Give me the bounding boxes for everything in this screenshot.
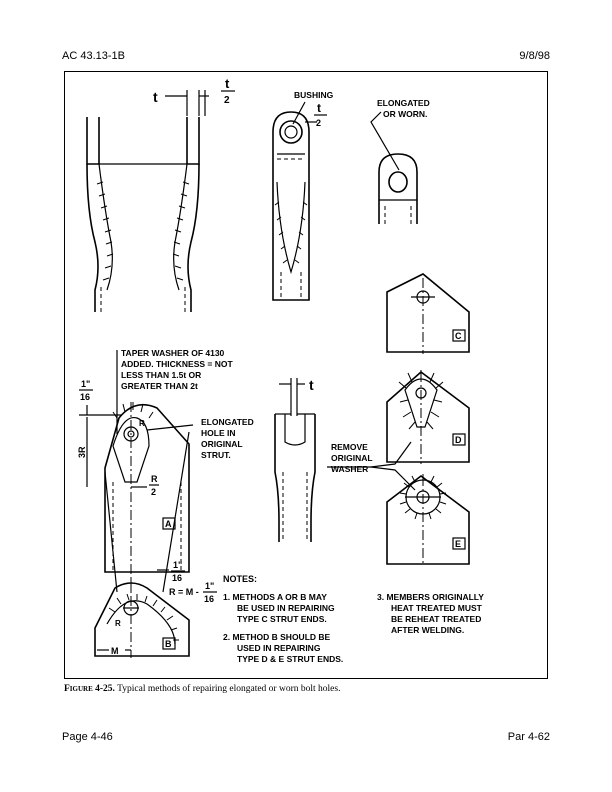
note-3-line-2: HEAT TREATED MUST [391,603,483,613]
bushing-t-num: t [317,101,321,115]
method-b-drawing: R 1" 16 R = M - 1" 16 M B [94,560,217,658]
note-2-line-2: USED IN REPAIRING [237,643,321,653]
bushing-label: BUSHING [294,90,334,100]
elongated-hole-2: HOLE IN [201,428,235,438]
three-r-label: 3R [77,446,87,458]
box-c-label: C [455,331,462,341]
note-3-line-4: AFTER WELDING. [391,625,464,635]
method-a-drawing: TAPER WASHER OF 4130 ADDED. THICKNESS = … [77,348,254,593]
strut-end-e: E [386,474,470,566]
m-label: M [111,646,119,656]
note-1-line-2: BE USED IN REPAIRING [237,603,335,613]
r-eq-den: 16 [204,594,214,604]
r-eq-label: R = M - [169,587,199,597]
removed-washer-strut-drawing: t REMOVE ORIGINAL WASHER [274,377,373,542]
r-label-b: R [115,619,121,628]
b-frac-num: 1" [173,560,182,570]
r-half-num: R [151,474,158,484]
dim-t-half-num: t [225,76,230,91]
note-3-line-1: 3. MEMBERS ORIGINALLY [377,592,484,602]
remove-label-3: WASHER [331,464,368,474]
fork-tube-drawing: t t 2 [86,76,235,312]
b-frac-den: 16 [172,573,182,583]
sixteenth-den: 16 [80,392,90,402]
dim-t-half-den: 2 [224,95,230,106]
page-number: Page 4-46 [62,731,113,743]
worn-end-drawing: ELONGATED OR WORN. [370,98,430,224]
taper-label-4: GREATER THAN 2t [121,381,198,391]
box-e-label: E [455,539,461,549]
box-d-label: D [455,435,462,445]
taper-label-1: TAPER WASHER OF 4130 [121,348,225,358]
box-b-label: B [165,639,172,649]
bushing-strut-drawing: BUSHING t 2 [272,90,334,301]
notes-heading: NOTES: [223,574,257,584]
note-1-line-1: 1. METHODS A OR B MAY [223,592,327,602]
r-label-top: R [139,419,145,428]
repair-methods-drawing: t t 2 BUSHING t 2 ELONGATED OR WORN. [77,76,484,664]
strut-end-d: D [386,370,470,464]
dim-t-mid: t [309,377,314,393]
remove-label-1: REMOVE [331,442,368,452]
paragraph-reference: Par 4-62 [507,731,550,743]
elongated-hole-1: ELONGATED [201,417,254,427]
taper-label-2: ADDED. THICKNESS = NOT [121,359,233,369]
note-3-line-3: BE REHEAT TREATED [391,614,481,624]
figure-caption-text: Typical methods of repairing elongated o… [114,684,341,694]
document-date: 9/8/98 [519,50,550,62]
elongated-hole-3: ORIGINAL [201,439,243,449]
elongated-label-1: ELONGATED [377,98,430,108]
sixteenth-num: 1" [81,379,90,389]
box-a-label: A [165,519,172,529]
figure-frame: t t 2 BUSHING t 2 ELONGATED OR WORN. [64,71,548,679]
taper-label-3: LESS THAN 1.5t OR [121,370,201,380]
strut-end-c: C [386,273,470,354]
note-2-line-3: TYPE D & E STRUT ENDS. [237,654,343,664]
remove-label-2: ORIGINAL [331,453,373,463]
elongated-hole-4: STRUT. [201,450,231,460]
notes-block: NOTES: 1. METHODS A OR B MAY BE USED IN … [223,574,484,664]
figure-caption: Figure 4-25. Typical methods of repairin… [64,684,548,694]
bushing-t-den: 2 [316,118,321,128]
dim-t-top: t [153,89,158,105]
note-1-line-3: TYPE C STRUT ENDS. [237,614,327,624]
r-half-den: 2 [151,487,156,497]
note-2-line-1: 2. METHOD B SHOULD BE [223,632,331,642]
elongated-label-2: OR WORN. [383,109,427,119]
document-number: AC 43.13-1B [62,50,125,62]
figure-number: Figure 4-25. [64,684,115,694]
r-eq-num: 1" [205,581,214,591]
